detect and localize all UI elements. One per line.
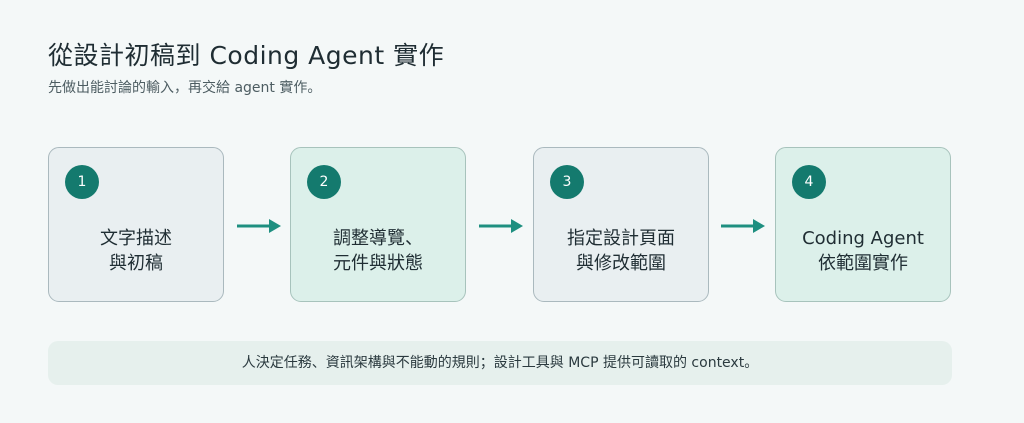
- footer-note: 人決定任務、資訊架構與不能動的規則；設計工具與 MCP 提供可讀取的 conte…: [48, 341, 952, 385]
- step-number-badge: 3: [550, 165, 584, 199]
- step-label-line1: 指定設計頁面: [567, 228, 675, 249]
- step-label-line2: 依範圍實作: [818, 253, 908, 274]
- step-label-line2: 元件與狀態: [333, 253, 423, 274]
- step-label-line1: 調整導覽、: [333, 228, 423, 249]
- page-title: 從設計初稿到 Coding Agent 實作: [48, 41, 445, 70]
- step-label: Coding Agent 依範圍實作: [776, 226, 950, 276]
- step-card-2: 2 調整導覽、 元件與狀態: [290, 147, 466, 302]
- step-number-badge: 4: [792, 165, 826, 199]
- step-label-line1: 文字描述: [100, 228, 172, 249]
- arrow-right-icon: [237, 219, 281, 233]
- arrow-right-icon: [479, 219, 523, 233]
- step-label: 文字描述 與初稿: [49, 226, 223, 276]
- step-number-badge: 2: [307, 165, 341, 199]
- step-label-line1: Coding Agent: [802, 228, 924, 249]
- page-subtitle: 先做出能討論的輸入，再交給 agent 實作。: [48, 80, 322, 96]
- step-label-line2: 與修改範圍: [576, 253, 666, 274]
- arrow-right-icon: [721, 219, 765, 233]
- step-card-4: 4 Coding Agent 依範圍實作: [775, 147, 951, 302]
- step-card-1: 1 文字描述 與初稿: [48, 147, 224, 302]
- step-label: 指定設計頁面 與修改範圍: [534, 226, 708, 276]
- step-card-3: 3 指定設計頁面 與修改範圍: [533, 147, 709, 302]
- step-label-line2: 與初稿: [109, 253, 163, 274]
- step-number-badge: 1: [65, 165, 99, 199]
- step-label: 調整導覽、 元件與狀態: [291, 226, 465, 276]
